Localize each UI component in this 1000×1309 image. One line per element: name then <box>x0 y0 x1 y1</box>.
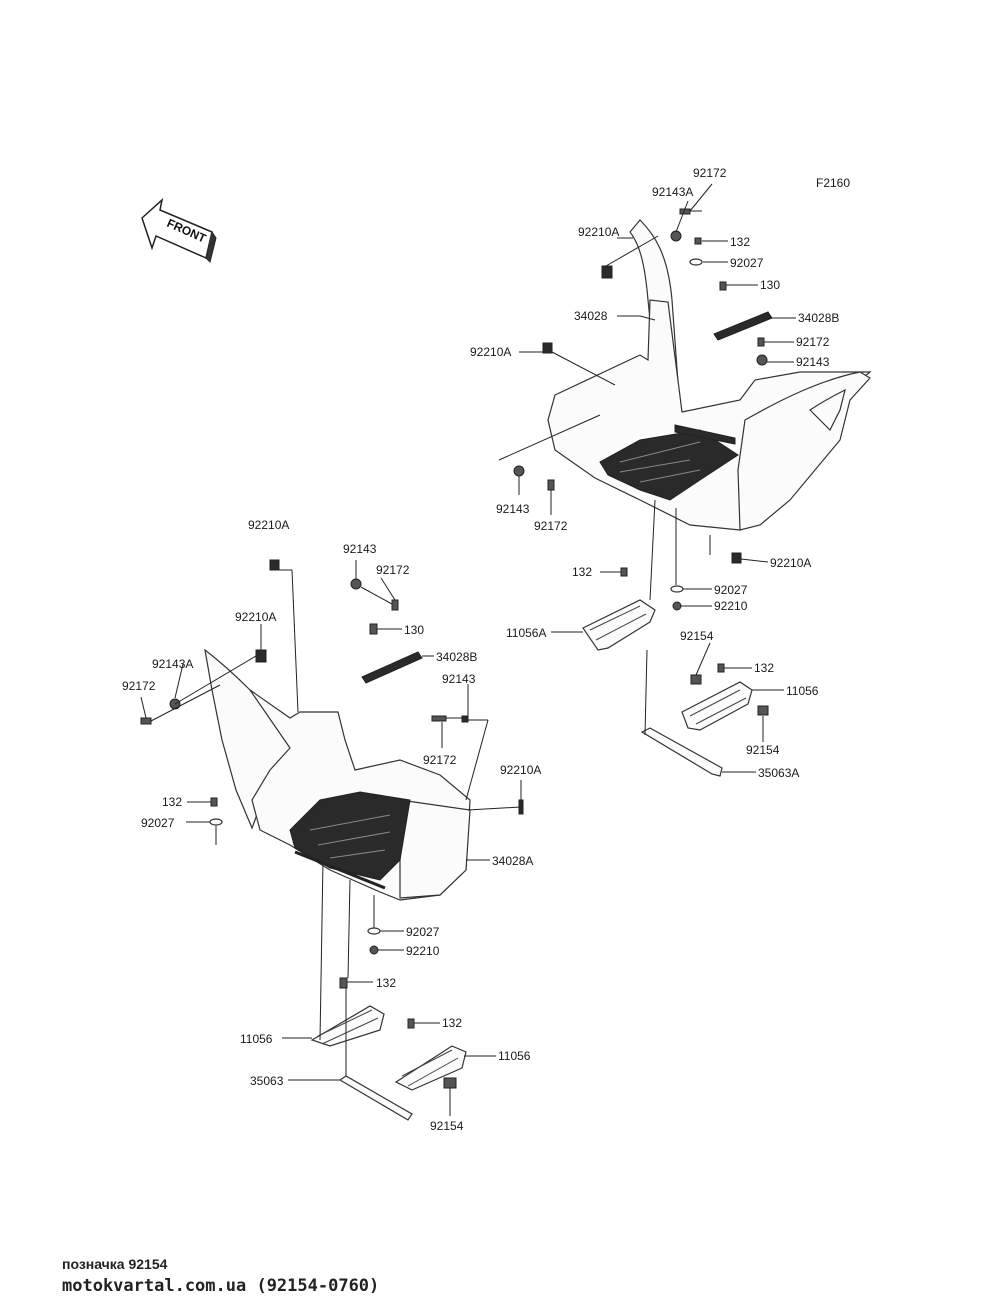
label-92172: 92172 <box>376 563 410 577</box>
label-92027: 92027 <box>714 583 748 597</box>
label-34028B: 34028B <box>798 311 839 325</box>
grommet-icon <box>690 674 702 685</box>
label-92210A: 92210A <box>500 763 541 777</box>
label-130: 130 <box>404 623 424 637</box>
label-35063: 35063 <box>250 1074 284 1088</box>
strap-icon <box>338 1075 413 1121</box>
bracket-icon <box>394 1045 467 1091</box>
label-92210A: 92210A <box>770 556 811 570</box>
figure-code: F2160 <box>816 176 850 190</box>
label-92210: 92210 <box>406 944 440 958</box>
washer-icon <box>367 927 381 935</box>
label-92143: 92143 <box>496 502 530 516</box>
bracket-icon <box>582 599 656 651</box>
label-132: 132 <box>376 976 396 990</box>
label-92210A: 92210A <box>235 610 276 624</box>
clip-icon <box>269 559 280 571</box>
washer-icon <box>756 354 768 366</box>
washer-icon <box>670 230 682 242</box>
bolt-icon <box>431 715 447 722</box>
label-92172: 92172 <box>796 335 830 349</box>
label-132: 132 <box>442 1016 462 1030</box>
clip-icon <box>731 552 742 564</box>
label-11056: 11056 <box>498 1049 531 1063</box>
label-132: 132 <box>754 661 774 675</box>
label-132: 132 <box>572 565 592 579</box>
strap-icon <box>640 727 723 777</box>
bracket-icon <box>310 1005 385 1047</box>
bolt-icon <box>694 237 702 245</box>
tread-pad-icon <box>713 311 773 341</box>
label-92210A: 92210A <box>248 518 289 532</box>
bolt-icon <box>339 977 348 989</box>
label-92210A: 92210A <box>578 225 619 239</box>
label-92143A: 92143A <box>652 185 693 199</box>
label-11056A: 11056A <box>506 626 546 640</box>
nut-icon <box>369 945 379 955</box>
bolt-icon <box>717 663 725 673</box>
label-92154: 92154 <box>430 1119 464 1133</box>
clip-icon <box>542 342 553 354</box>
label-92143: 92143 <box>796 355 830 369</box>
tread-pad-icon <box>361 651 423 684</box>
clip-icon <box>461 715 469 723</box>
label-92143: 92143 <box>343 542 377 556</box>
label-92210A: 92210A <box>470 345 511 359</box>
label-34028B: 34028B <box>436 650 477 664</box>
label-92154: 92154 <box>680 629 714 643</box>
bolt-icon <box>407 1018 415 1029</box>
label-34028: 34028 <box>574 309 608 323</box>
label-11056: 11056 <box>786 684 819 698</box>
bolt-icon <box>369 623 378 635</box>
left-hardware <box>140 559 524 1121</box>
label-92154: 92154 <box>746 743 780 757</box>
bracket-icon <box>681 681 753 731</box>
label-35063A: 35063A <box>758 766 799 780</box>
caption-text: позначка 92154 <box>62 1256 168 1272</box>
washer-icon <box>209 818 223 826</box>
source-link[interactable]: motokvartal.com.ua (92154-0760) <box>62 1276 380 1296</box>
bolt-icon <box>547 479 555 491</box>
part-labels: 92172 92143A 92210A 132 92027 130 34028 … <box>122 166 839 1133</box>
label-132: 132 <box>162 795 182 809</box>
label-92027: 92027 <box>141 816 175 830</box>
grommet-icon <box>443 1077 457 1089</box>
label-92172: 92172 <box>693 166 727 180</box>
label-92143A: 92143A <box>152 657 193 671</box>
label-132: 132 <box>730 235 750 249</box>
washer-icon <box>350 578 362 590</box>
washer-icon <box>689 258 703 266</box>
bolt-icon <box>391 599 399 611</box>
bolt-icon <box>210 797 218 807</box>
label-92172: 92172 <box>534 519 568 533</box>
nut-icon <box>672 601 682 611</box>
washer-icon <box>670 585 684 593</box>
left-footrest-assembly <box>204 648 471 901</box>
bolt-icon <box>757 337 765 347</box>
bolt-icon <box>719 281 727 291</box>
bolt-icon <box>140 717 152 725</box>
washer-icon <box>513 465 525 477</box>
clip-icon <box>255 649 267 663</box>
label-130: 130 <box>760 278 780 292</box>
label-92172: 92172 <box>423 753 457 767</box>
bolt-icon <box>620 567 628 577</box>
label-11056: 11056 <box>240 1032 273 1046</box>
left-leaders <box>140 560 522 1116</box>
grommet-icon <box>757 705 769 716</box>
right-leaders <box>498 183 796 773</box>
right-hardware <box>513 208 773 777</box>
clip-icon <box>601 265 613 279</box>
label-92027: 92027 <box>730 256 764 270</box>
label-92143: 92143 <box>442 672 476 686</box>
label-92210: 92210 <box>714 599 748 613</box>
label-34028A: 34028A <box>492 854 533 868</box>
label-92172: 92172 <box>122 679 156 693</box>
label-92027: 92027 <box>406 925 440 939</box>
front-arrow-icon: FRONT <box>141 197 217 263</box>
